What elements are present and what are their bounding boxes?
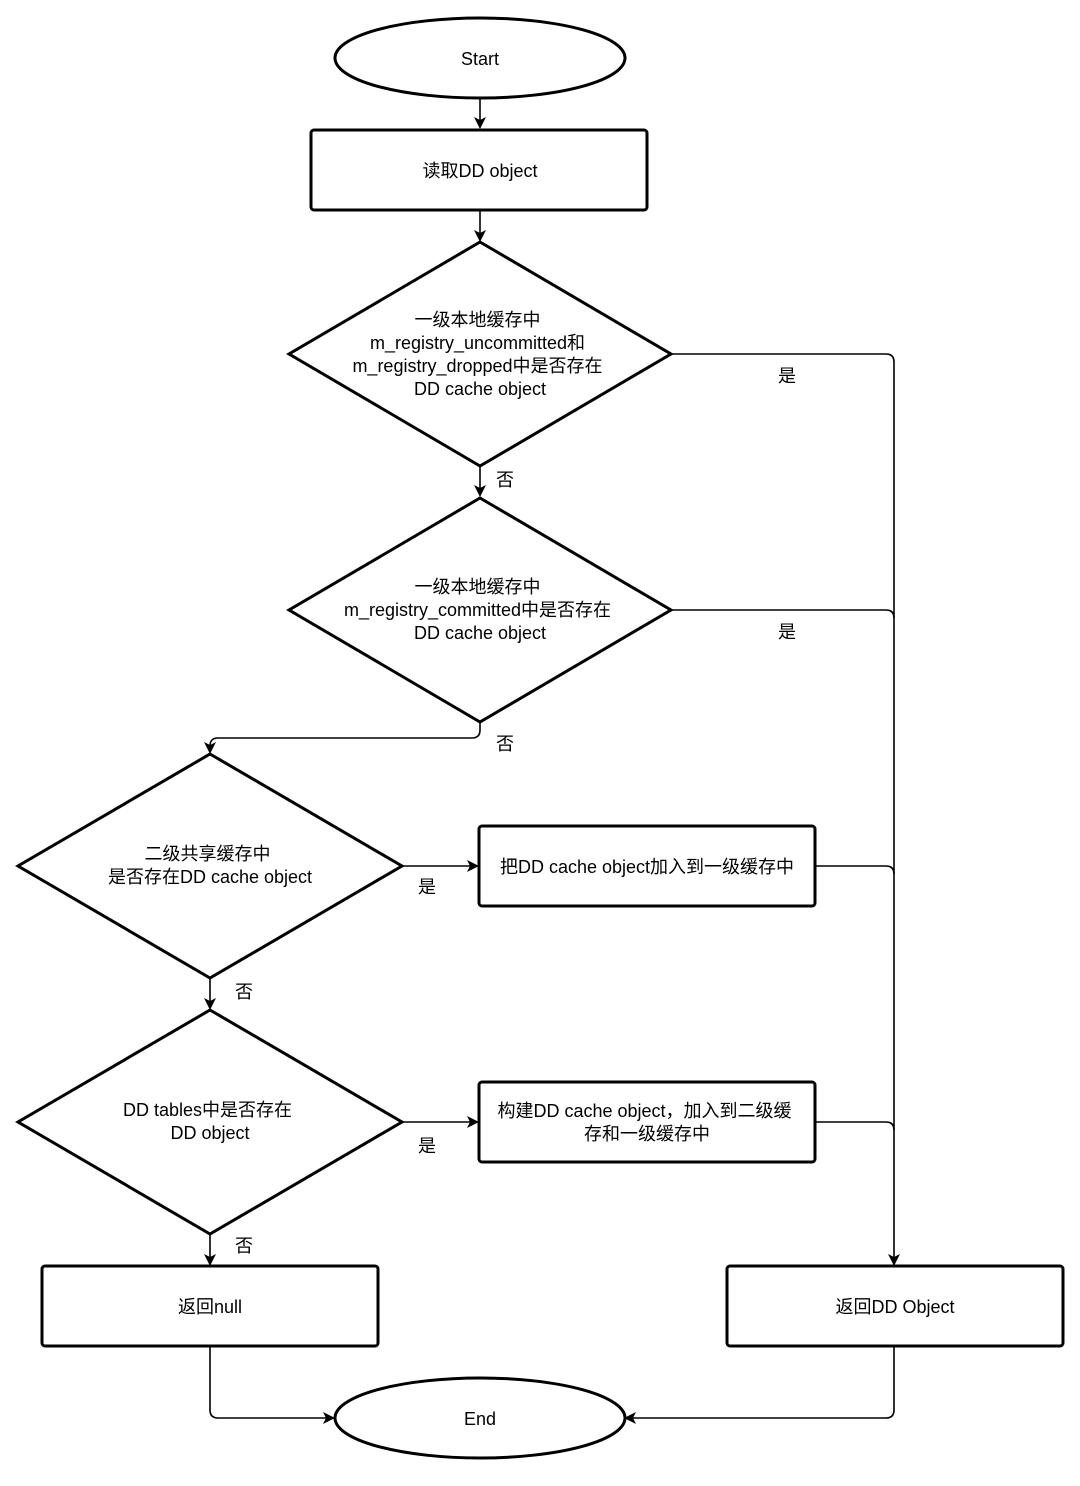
- edge-label-yes: 是: [418, 877, 436, 897]
- end-terminal: [333, 1376, 627, 1460]
- d2-label-line: DD cache object: [414, 623, 546, 643]
- d2-label-line: 一级本地缓存中: [414, 577, 540, 597]
- d1-label: 一级本地缓存中 m_registry_uncommitted和 m_regist…: [352, 310, 607, 399]
- return-null-box: [40, 1264, 380, 1348]
- edge-addl1-to-retobj: [816, 865, 895, 875]
- edge-label-no: 否: [235, 1236, 253, 1256]
- edge-label-yes: 是: [778, 622, 796, 642]
- edge-d2-to-retobj: [671, 609, 895, 619]
- build-label-line: 存和一级缓存中: [584, 1124, 710, 1144]
- edge-d2-to-d3: [204, 722, 481, 754]
- edge-label-no: 否: [235, 982, 253, 1002]
- build-label-line: 构建DD cache object，加入到二级缓: [497, 1101, 791, 1121]
- decision-uncommitted-dropped: [286, 240, 674, 468]
- d2-label-line: m_registry_committed中是否存在: [344, 600, 611, 621]
- decision-dd-tables: [15, 1008, 405, 1236]
- decision-shared-cache: [15, 752, 405, 980]
- edge-label-no: 否: [496, 734, 514, 754]
- d3-label-line: 是否存在DD cache object: [108, 867, 312, 887]
- read-label: 读取DD object: [422, 161, 537, 181]
- nodes: [15, 16, 1065, 1460]
- decision-committed: [286, 496, 674, 724]
- d1-label-line: 一级本地缓存中: [414, 310, 540, 330]
- add-l1-label: 把DD cache object加入到一级缓存中: [500, 857, 794, 877]
- node-labels: Start 读取DD object 一级本地缓存中 m_registry_unc…: [108, 49, 955, 1429]
- read-process-box: [309, 128, 649, 212]
- edge-label-yes: 是: [418, 1136, 436, 1156]
- start-label: Start: [461, 49, 499, 69]
- ret-null-label-line: 返回null: [178, 1297, 242, 1317]
- d3-label: 二级共享缓存中 是否存在DD cache object: [108, 844, 312, 887]
- add-l1-label-line: 把DD cache object加入到一级缓存中: [500, 857, 794, 877]
- return-object-box: [725, 1264, 1065, 1348]
- edge-retobj-to-end: [624, 1346, 895, 1424]
- end-label-line: End: [464, 1409, 496, 1429]
- d2-label: 一级本地缓存中 m_registry_committed中是否存在 DD cac…: [344, 577, 616, 643]
- add-to-l1-box: [477, 824, 817, 908]
- read-label-line: 读取DD object: [422, 161, 537, 181]
- build-cache-object-box: [477, 1080, 817, 1164]
- edge-d1-to-retobj: [671, 353, 900, 1266]
- edge-retnull-to-end: [209, 1346, 335, 1424]
- connectors: [204, 98, 900, 1424]
- d4-label-line: DD tables中是否存在: [123, 1100, 292, 1120]
- d1-label-line: DD cache object: [414, 379, 546, 399]
- edge-build-to-retobj: [816, 1121, 895, 1131]
- edge-label-yes: 是: [778, 366, 796, 386]
- edge-labels: 是 否 是 否 是 否 是 否: [235, 366, 796, 1256]
- d1-label-line: m_registry_uncommitted和: [370, 333, 585, 354]
- d4-label-line: DD object: [170, 1123, 249, 1143]
- ret-obj-label-line: 返回DD Object: [835, 1297, 954, 1317]
- ret-obj-label: 返回DD Object: [835, 1297, 954, 1317]
- d4-label: DD tables中是否存在 DD object: [123, 1100, 297, 1143]
- end-label: End: [464, 1409, 496, 1429]
- start-label-line: Start: [461, 49, 499, 69]
- build-label: 构建DD cache object，加入到二级缓 存和一级缓存中: [497, 1101, 796, 1144]
- start-terminal: [333, 16, 627, 100]
- d3-label-line: 二级共享缓存中: [144, 844, 270, 864]
- edge-label-no: 否: [496, 470, 514, 490]
- d1-label-line: m_registry_dropped中是否存在: [352, 356, 602, 377]
- ret-null-label: 返回null: [178, 1297, 242, 1317]
